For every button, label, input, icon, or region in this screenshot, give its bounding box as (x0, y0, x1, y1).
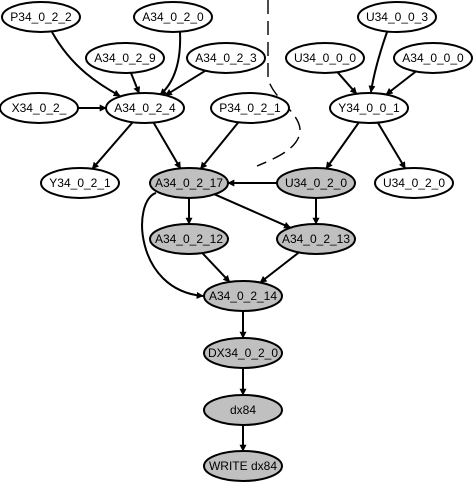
node-label: A34_0_2_9 (94, 51, 156, 65)
node-ellipse (285, 42, 365, 74)
node-U34_0_2_0b: U34_0_2_0 (374, 167, 454, 199)
node-A34_0_2_3: A34_0_2_3 (186, 42, 266, 74)
node-label: A34_0_2_0 (142, 10, 204, 24)
node-ellipse (133, 1, 213, 33)
node-ellipse (149, 167, 229, 199)
node-WRITE_dx84: WRITE dx84 (203, 450, 283, 482)
node-ellipse (85, 42, 165, 74)
dashed-separator (256, 0, 301, 167)
node-ellipse (1, 1, 81, 33)
node-U34_0_0_3: U34_0_0_3 (357, 1, 437, 33)
edge-P34_0_2_1-to-A34_0_2_17 (199, 121, 240, 170)
edge-Y34_0_0_1-to-U34_0_2_0b (376, 122, 407, 170)
node-A34_0_2_14: A34_0_2_14 (203, 280, 283, 312)
node-label: Y34_0_2_1 (49, 176, 111, 190)
node-label: A34_0_2_13 (282, 232, 350, 246)
edge-A34_0_2_0-to-A34_0_2_4 (159, 31, 182, 96)
node-ellipse (329, 92, 409, 124)
edge-A34_0_2_17-to-A34_0_2_13 (214, 193, 292, 229)
node-dx84: dx84 (203, 394, 283, 426)
node-A34_0_2_9: A34_0_2_9 (85, 42, 165, 74)
node-A34_0_2_4: A34_0_2_4 (105, 92, 185, 124)
node-label: A34_0_2_3 (195, 51, 257, 65)
node-A34_0_2_0: A34_0_2_0 (133, 1, 213, 33)
edge-U34_0_0_3-to-Y34_0_0_1 (368, 31, 388, 93)
node-label: WRITE dx84 (209, 459, 277, 473)
node-ellipse (393, 42, 473, 74)
edge-A34_0_2_13-to-A34_0_2_14 (259, 251, 300, 284)
node-ellipse (149, 223, 229, 255)
node-Y34_0_0_1: Y34_0_0_1 (329, 92, 409, 124)
edge-P34_0_2_2-to-A34_0_2_4 (51, 31, 121, 97)
node-label: A34_0_2_14 (209, 289, 277, 303)
node-P34_0_2_1: P34_0_2_1 (210, 92, 290, 124)
node-A34_0_0_0: A34_0_0_0 (393, 42, 473, 74)
node-Y34_0_2_1: Y34_0_2_1 (40, 167, 120, 199)
node-label: U34_0_0_3 (366, 10, 428, 24)
node-ellipse (105, 92, 185, 124)
node-label: U34_0_2_0 (383, 176, 445, 190)
node-ellipse (203, 394, 283, 426)
node-ellipse (0, 92, 79, 124)
node-ellipse (276, 167, 356, 199)
node-label: U34_0_0_0 (294, 51, 356, 65)
node-A34_0_2_17: A34_0_2_17 (149, 167, 229, 199)
node-ellipse (374, 167, 454, 199)
node-label: P34_0_2_1 (219, 101, 281, 115)
node-label: A34_0_0_0 (402, 51, 464, 65)
edge-A34_0_2_12-to-A34_0_2_14 (201, 252, 231, 283)
edges-layer (51, 31, 417, 452)
node-label: dx84 (230, 403, 256, 417)
node-label: DX34_0_2_0 (208, 346, 278, 360)
node-U34_0_0_0: U34_0_0_0 (285, 42, 365, 74)
node-X34_0_2_: X34_0_2_ (0, 92, 79, 124)
node-label: X34_0_2_ (12, 101, 67, 115)
node-ellipse (276, 223, 356, 255)
edge-A34_0_2_17-to-A34_0_2_14 (141, 192, 204, 299)
node-label: Y34_0_0_1 (338, 101, 400, 115)
node-ellipse (186, 42, 266, 74)
edge-U34_0_0_0-to-Y34_0_0_1 (336, 71, 358, 95)
node-U34_0_2_0a: U34_0_2_0 (276, 167, 356, 199)
edge-A34_0_0_0-to-Y34_0_0_1 (385, 70, 417, 96)
edge-A34_0_2_3-to-A34_0_2_4 (165, 69, 206, 97)
node-ellipse (203, 280, 283, 312)
node-ellipse (210, 92, 290, 124)
edge-Y34_0_0_1-to-U34_0_2_0a (325, 121, 360, 170)
node-A34_0_2_13: A34_0_2_13 (276, 223, 356, 255)
node-label: U34_0_2_0 (285, 176, 347, 190)
node-label: A34_0_2_12 (155, 232, 223, 246)
node-label: P34_0_2_2 (10, 10, 72, 24)
edge-A34_0_2_9-to-A34_0_2_4 (129, 72, 141, 94)
node-ellipse (203, 450, 283, 482)
node-ellipse (40, 167, 120, 199)
decor-layer (256, 0, 301, 167)
node-label: A34_0_2_4 (114, 101, 176, 115)
edge-A34_0_2_4-to-A34_0_2_17 (152, 122, 182, 170)
node-P34_0_2_2: P34_0_2_2 (1, 1, 81, 33)
node-DX34_0_2_0: DX34_0_2_0 (203, 337, 283, 369)
node-ellipse (357, 1, 437, 33)
node-ellipse (203, 337, 283, 369)
edge-A34_0_2_4-to-Y34_0_2_1 (91, 121, 134, 170)
node-label: A34_0_2_17 (155, 176, 223, 190)
node-A34_0_2_12: A34_0_2_12 (149, 223, 229, 255)
